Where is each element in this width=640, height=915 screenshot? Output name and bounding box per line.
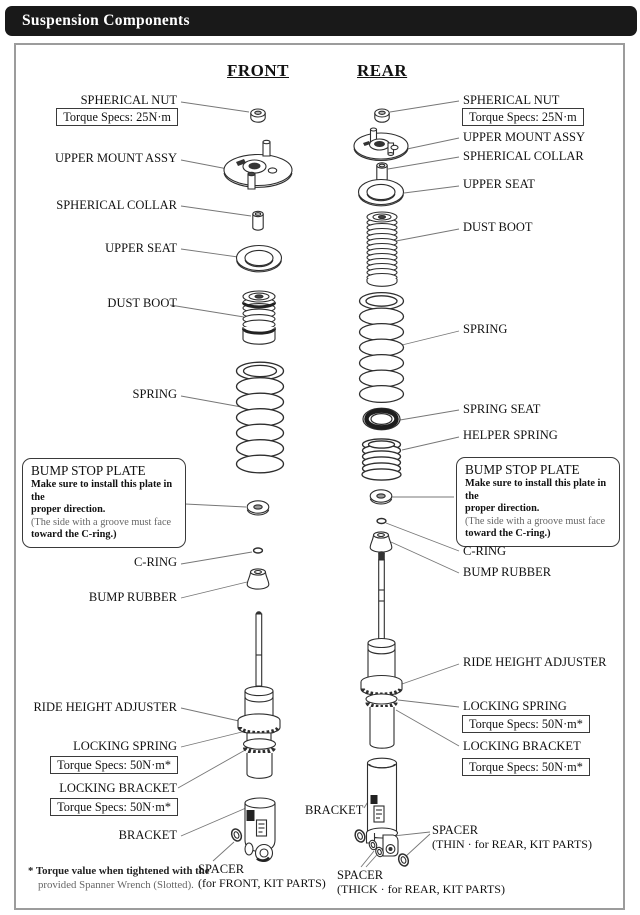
rear-bracket-label: BRACKET [305, 803, 364, 817]
rear-bump-rubber-drawing [369, 531, 393, 553]
front-spring-drawing [235, 361, 285, 474]
rear-spring-seat-label: SPRING SEAT [463, 402, 541, 416]
rear-spring-label: SPRING [463, 322, 508, 336]
torque-footnote-line1: * Torque value when tightened with the [28, 865, 210, 877]
front-column-header: FRONT [227, 61, 289, 80]
front-c-ring-label: C-RING [133, 555, 177, 569]
rear-dust-boot-drawing [366, 211, 398, 287]
rear-helper-spring-label: HELPER SPRING [463, 428, 558, 442]
rear-spacer-thin-label: SPACER (THIN · for REAR, KIT PARTS) [432, 823, 592, 852]
rear-spacer-thin-name: SPACER [432, 823, 479, 837]
front-bump-stop-plate-drawing [246, 500, 270, 516]
front-spacer-sub: (for FRONT, KIT PARTS) [198, 875, 326, 890]
rear-spherical-nut-label: SPHERICAL NUT [463, 93, 560, 107]
rear-c-ring-drawing [376, 517, 387, 525]
section-title: Suspension Components [22, 12, 190, 29]
rear-bump-note-line1: Make sure to install this plate in the [465, 478, 607, 502]
front-bump-rubber-drawing [246, 568, 270, 590]
rear-spring-seat-drawing [362, 407, 401, 431]
front-upper-mount-label: UPPER MOUNT ASSY [54, 151, 177, 165]
rear-upper-seat-drawing [357, 178, 405, 207]
front-ride-height-adjuster-label: RIDE HEIGHT ADJUSTER [33, 700, 177, 714]
rear-spacer-thick-label: SPACER (THICK · for REAR, KIT PARTS) [337, 868, 505, 897]
rear-bump-stop-plate-note: BUMP STOP PLATE Make sure to install thi… [456, 457, 620, 547]
rear-ride-height-adjuster-label: RIDE HEIGHT ADJUSTER [463, 655, 607, 669]
front-bump-stop-plate-note: BUMP STOP PLATE Make sure to install thi… [22, 458, 186, 548]
front-bracket-drawing [244, 797, 276, 863]
rear-helper-spring-drawing [361, 438, 402, 481]
front-upper-seat-drawing [235, 244, 283, 273]
torque-footnote-line2: provided Spanner Wrench (Slotted). [38, 878, 194, 891]
front-bracket-label: BRACKET [118, 828, 177, 842]
rear-bracket-drawing [365, 757, 399, 858]
rear-column-header: REAR [357, 61, 408, 80]
front-torque-locking-bracket-spec: Torque Specs: 50N·m* [50, 798, 178, 816]
rear-spherical-collar-label: SPHERICAL COLLAR [463, 149, 584, 163]
front-bump-note-line1: Make sure to install this plate in the [31, 479, 173, 503]
front-torque-locking-spring-spec: Torque Specs: 50N·m* [50, 756, 178, 774]
front-c-ring-drawing [252, 547, 264, 554]
rear-bump-note-line3: (The side with a groove must face [465, 515, 606, 527]
front-torque-nut-spec: Torque Specs: 25N·m [56, 108, 178, 126]
front-spherical-collar-label: SPHERICAL COLLAR [56, 198, 177, 212]
front-spherical-collar-drawing [252, 210, 264, 231]
rear-spacer-thick-name: SPACER [337, 868, 384, 882]
front-upper-mount-drawing [223, 139, 293, 190]
front-bump-note-line2: proper direction. [31, 504, 106, 516]
rear-bump-note-line4: toward the C-ring.) [465, 528, 551, 540]
front-spherical-nut-label: SPHERICAL NUT [80, 93, 177, 107]
front-spring-label: SPRING [132, 387, 177, 401]
rear-upper-mount-label: UPPER MOUNT ASSY [463, 130, 586, 144]
rear-spacer-thin-left-drawing [352, 827, 368, 845]
front-spherical-nut-drawing [250, 108, 266, 123]
front-upper-seat-label: UPPER SEAT [105, 241, 177, 255]
rear-bump-note-line2: proper direction. [465, 503, 540, 515]
rear-spherical-nut-drawing [374, 108, 390, 123]
torque-footnote: * Torque value when tightened with the p… [28, 865, 210, 892]
section-header: Suspension Components [5, 6, 637, 36]
rear-torque-locking-spring-spec: Torque Specs: 50N·m* [462, 715, 590, 733]
rear-torque-locking-bracket-spec: Torque Specs: 50N·m* [462, 758, 590, 776]
rear-spacer-thin-sub: (THIN · for REAR, KIT PARTS) [432, 836, 592, 851]
front-spacer-label: SPACER (for FRONT, KIT PARTS) [198, 862, 326, 891]
front-bump-note-line3: (The side with a groove must face [31, 516, 172, 528]
front-shock-drawing [237, 611, 281, 779]
rear-dust-boot-label: DUST BOOT [463, 220, 533, 234]
rear-bump-note-title: BUMP STOP PLATE [465, 462, 580, 477]
rear-spherical-collar-drawing [376, 162, 388, 183]
rear-shock-drawing [360, 551, 403, 749]
front-locking-bracket-label: LOCKING BRACKET [59, 781, 177, 795]
front-bump-note-title: BUMP STOP PLATE [31, 463, 146, 478]
front-spacer-name: SPACER [198, 862, 245, 876]
rear-upper-seat-label: UPPER SEAT [463, 177, 535, 191]
rear-upper-mount-drawing [353, 127, 409, 161]
rear-c-ring-label: C-RING [463, 544, 507, 558]
rear-spacer-thin-right-drawing [396, 851, 411, 869]
front-bump-note-line4: toward the C-ring.) [31, 529, 117, 541]
front-spacer-drawing [229, 826, 244, 844]
rear-locking-bracket-label: LOCKING BRACKET [463, 739, 581, 753]
leader-lines [169, 100, 460, 868]
rear-locking-spring-label: LOCKING SPRING [463, 699, 567, 713]
rear-bump-stop-plate-drawing [369, 489, 393, 505]
rear-spring-drawing [358, 291, 405, 404]
rear-bump-rubber-label: BUMP RUBBER [463, 565, 552, 579]
rear-spacer-thick-sub: (THICK · for REAR, KIT PARTS) [337, 881, 505, 896]
front-bump-rubber-label: BUMP RUBBER [88, 590, 177, 604]
front-dust-boot-drawing [241, 290, 277, 345]
front-locking-spring-label: LOCKING SPRING [73, 739, 177, 753]
rear-torque-nut-spec: Torque Specs: 25N·m [462, 108, 584, 126]
front-dust-boot-label: DUST BOOT [107, 296, 177, 310]
